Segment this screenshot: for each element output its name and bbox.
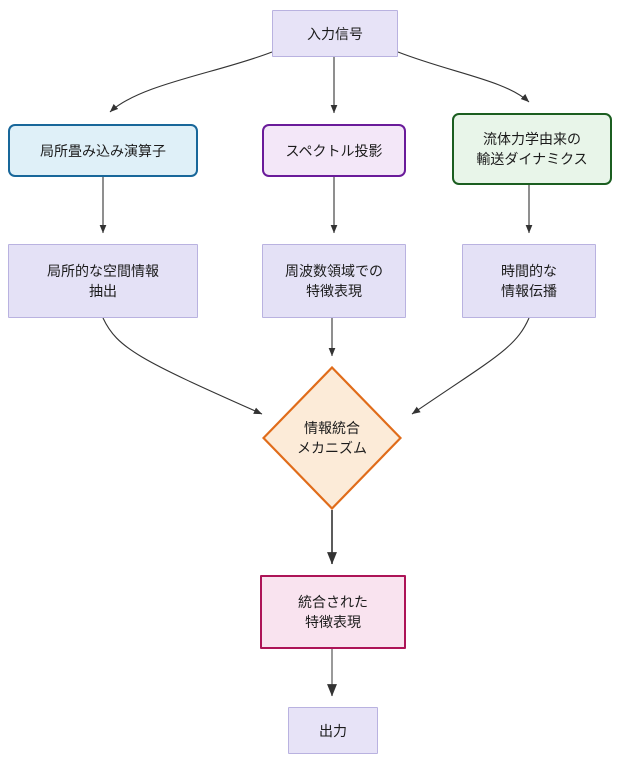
edge-input-to-conv: [109, 51, 273, 113]
edge-temporal-to-fusion: [411, 317, 530, 415]
node-frequency-domain-representation[interactable]: 周波数領域での 特徴表現: [262, 244, 406, 318]
edge-spatial-to-fusion: [102, 317, 263, 415]
node-local-convolution-operator[interactable]: 局所畳み込み演算子: [8, 124, 198, 177]
node-fluid-transport-dynamics-label: 流体力学由来の 輸送ダイナミクス: [476, 131, 588, 167]
node-output-label: 出力: [319, 722, 347, 739]
node-temporal-information-propagation[interactable]: 時間的な 情報伝播: [462, 244, 596, 318]
node-spatial-feature-extraction[interactable]: 局所的な空間情報 抽出: [8, 244, 198, 318]
node-fluid-transport-dynamics[interactable]: 流体力学由来の 輸送ダイナミクス: [452, 113, 612, 185]
node-spectral-projection-label: スペクトル投影: [285, 142, 383, 159]
node-spatial-feature-extraction-label: 局所的な空間情報 抽出: [47, 263, 159, 299]
node-spectral-projection[interactable]: スペクトル投影: [262, 124, 406, 177]
node-unified-feature-representation-label: 統合された 特徴表現: [298, 594, 368, 630]
node-temporal-information-propagation-label: 時間的な 情報伝播: [501, 263, 557, 299]
node-unified-feature-representation[interactable]: 統合された 特徴表現: [260, 575, 406, 649]
node-input-signal-label: 入力信号: [307, 25, 363, 42]
node-output[interactable]: 出力: [288, 707, 378, 754]
diamond-shape: [262, 366, 402, 510]
node-fusion-mechanism-label: 情報統合 メカニズム: [297, 420, 367, 456]
node-fusion-mechanism[interactable]: 情報統合 メカニズム: [262, 366, 402, 510]
edge-input-to-fluid: [397, 51, 530, 103]
node-local-convolution-operator-label: 局所畳み込み演算子: [40, 142, 166, 159]
node-input-signal[interactable]: 入力信号: [272, 10, 398, 57]
node-frequency-domain-representation-label: 周波数領域での 特徴表現: [285, 263, 383, 299]
